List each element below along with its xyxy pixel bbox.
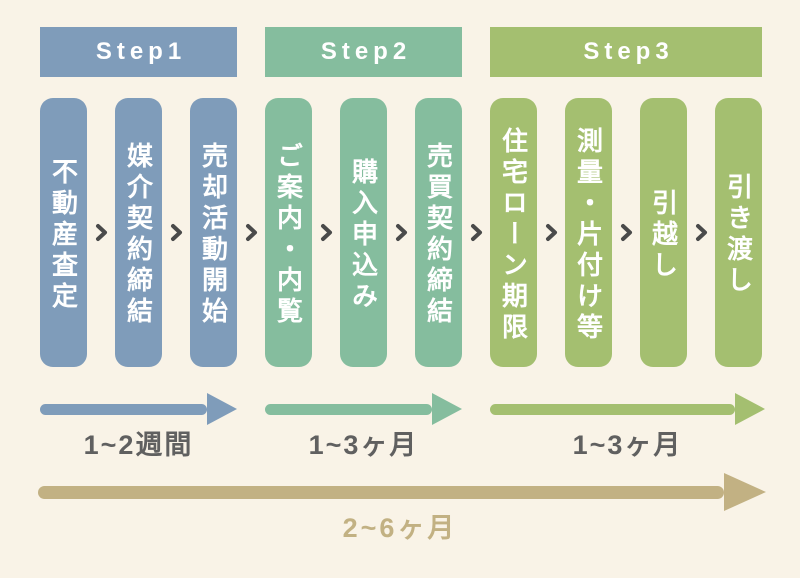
step3-header: Step3 [490, 27, 762, 77]
step2-header: Step2 [265, 27, 462, 77]
step1-duration-arrow-icon [40, 393, 237, 425]
process-step-label: 測量・片付け等 [573, 126, 604, 344]
chevron-right-icon [245, 224, 257, 241]
chevron-right-icon [95, 224, 107, 241]
arrow-shaft [490, 403, 735, 415]
process-step-loan-deadline: 住宅ローン期限 [490, 98, 537, 367]
process-step-survey-cleanup: 測量・片付け等 [565, 98, 612, 367]
process-step-moving: 引越し [640, 98, 687, 367]
process-step-label: 購入申込み [348, 157, 379, 313]
process-step-brokerage-contract: 媒介契約締結 [115, 98, 162, 367]
process-step-label: 引き渡し [723, 173, 754, 297]
process-step-handover: 引き渡し [715, 98, 762, 367]
process-step-purchase-application: 購入申込み [340, 98, 387, 367]
chevron-right-icon [620, 224, 632, 241]
process-step-viewing: ご案内・内覧 [265, 98, 312, 367]
overall-duration-label: 2~6ヶ月 [342, 513, 458, 543]
arrow-head [207, 393, 237, 425]
overall-duration-arrow-icon [38, 473, 766, 511]
arrow-shaft [40, 403, 207, 415]
process-step-label: 売買契約締結 [423, 142, 454, 328]
arrow-head [724, 473, 766, 511]
arrow-shaft [38, 485, 724, 499]
chevron-right-icon [695, 224, 707, 241]
process-step-label: 媒介契約締結 [123, 142, 154, 328]
step1-header-label: Step1 [95, 38, 187, 65]
process-columns: 不動産査定 媒介契約締結 売却活動開始 ご案内・内覧 購入申込み 売 [40, 98, 762, 367]
process-step-label: 売却活動開始 [198, 142, 229, 328]
step3-duration-arrow-icon [490, 393, 765, 425]
step2-duration-label: 1~3ヶ月 [308, 430, 419, 460]
process-step-label: 不動産査定 [48, 157, 79, 313]
step2-duration-arrow-icon [265, 393, 462, 425]
process-step-label: 住宅ローン期限 [498, 126, 529, 344]
step3-duration-label: 1~3ヶ月 [572, 430, 683, 460]
arrow-head [735, 393, 765, 425]
process-step-label: ご案内・内覧 [273, 142, 304, 328]
process-step-sales-contract: 売買契約締結 [415, 98, 462, 367]
arrow-head [432, 393, 462, 425]
chevron-right-icon [320, 224, 332, 241]
chevron-right-icon [170, 224, 182, 241]
step3-header-label: Step3 [583, 38, 674, 65]
process-step-appraisal: 不動産査定 [40, 98, 87, 367]
step2-header-label: Step2 [320, 38, 412, 65]
chevron-right-icon [395, 224, 407, 241]
chevron-right-icon [545, 224, 557, 241]
chevron-right-icon [470, 224, 482, 241]
process-step-label: 引越し [648, 188, 679, 282]
step1-duration-label: 1~2週間 [83, 430, 194, 460]
arrow-shaft [265, 403, 432, 415]
step1-header: Step1 [40, 27, 237, 77]
process-step-sales-activity: 売却活動開始 [190, 98, 237, 367]
